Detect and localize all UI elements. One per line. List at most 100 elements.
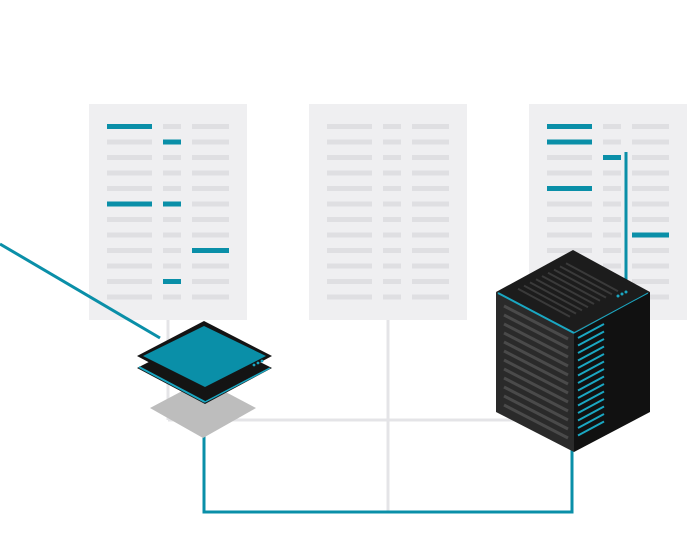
table-cell — [192, 232, 229, 238]
router-edge-light — [138, 366, 206, 403]
table-cell — [412, 248, 449, 253]
router-led-1 — [252, 363, 256, 367]
table-cell — [327, 294, 372, 300]
table-cell — [632, 155, 669, 160]
table-cell-highlight — [107, 201, 152, 207]
table-cell — [327, 232, 372, 238]
router-led-2 — [256, 361, 260, 365]
table-cell — [383, 170, 401, 176]
table-cell — [107, 217, 152, 222]
table-cell — [632, 170, 669, 176]
table-cell — [547, 155, 592, 160]
drive-bay — [577, 405, 605, 422]
teal-connectors — [0, 152, 628, 514]
table-cell — [412, 232, 449, 238]
table-cell — [327, 186, 372, 191]
table-cell — [547, 232, 592, 238]
table-cell — [327, 139, 372, 145]
table-cell — [192, 294, 229, 300]
table-cell — [327, 217, 372, 222]
table-cell — [412, 170, 449, 176]
table-cell — [107, 279, 152, 284]
drive-bay — [577, 323, 605, 339]
server-drive-bays — [577, 323, 605, 437]
grille-line — [517, 287, 571, 318]
table-cell — [632, 248, 669, 253]
table-cell — [632, 294, 669, 300]
table-cell-highlight — [163, 139, 181, 145]
table-cell — [603, 248, 621, 253]
table-cell — [107, 186, 152, 191]
table-cell — [547, 248, 592, 253]
table-cell — [163, 248, 181, 253]
table-cell — [163, 294, 181, 300]
drive-bay — [577, 353, 605, 369]
drive-bay — [577, 383, 605, 399]
left-table-panel — [89, 104, 247, 320]
server-rack-icon — [496, 250, 650, 452]
table-cell — [192, 186, 229, 191]
drive-bay — [577, 368, 605, 384]
router-to-server-cable — [202, 400, 574, 514]
table-cell — [383, 232, 401, 238]
table-cell — [603, 186, 621, 191]
glass-slot — [503, 331, 569, 368]
table-cell — [603, 217, 621, 222]
drive-bay — [577, 413, 605, 429]
drive-bay — [577, 375, 605, 392]
drive-bay — [577, 360, 605, 377]
incoming-cable — [0, 242, 161, 340]
server-led-1 — [616, 294, 620, 298]
table-cell — [603, 124, 621, 129]
table-cell — [603, 263, 621, 269]
table-cell — [412, 201, 449, 207]
table-cell — [107, 155, 152, 160]
table-cell — [107, 248, 152, 253]
table-cell — [192, 263, 229, 269]
table-cell — [603, 232, 621, 238]
table-cell — [383, 294, 401, 300]
table-cell — [412, 124, 449, 129]
table-cell-highlight — [107, 124, 152, 129]
panel-background — [89, 104, 247, 320]
table-cell — [547, 201, 592, 207]
table-cell-highlight — [547, 139, 592, 145]
table-cell — [412, 294, 449, 300]
grille-line — [547, 271, 601, 302]
table-cell-highlight — [632, 232, 669, 238]
drive-bay — [577, 398, 605, 414]
table-cell — [192, 124, 229, 129]
table-cell — [327, 155, 372, 160]
table-cell — [163, 186, 181, 191]
table-cell — [327, 279, 372, 284]
table-cell — [107, 263, 152, 269]
server-top-edge-light — [497, 292, 575, 334]
grille-line — [535, 278, 589, 309]
table-cell-highlight — [163, 201, 181, 207]
table-cell — [632, 279, 669, 284]
glass-slot — [503, 403, 569, 440]
table-cell — [547, 170, 592, 176]
glass-slot — [503, 349, 569, 386]
panel-background — [309, 104, 467, 320]
table-cell — [603, 201, 621, 207]
table-cell — [192, 279, 229, 284]
table-cell — [412, 263, 449, 269]
table-cell — [412, 139, 449, 145]
router-led-3 — [260, 359, 264, 363]
table-cell — [603, 170, 621, 176]
table-cell — [192, 170, 229, 176]
table-cell-highlight — [603, 155, 621, 160]
glass-slot — [503, 376, 569, 413]
table-cell — [192, 201, 229, 207]
table-cell — [383, 201, 401, 207]
glass-slot — [503, 304, 569, 341]
table-cell — [632, 186, 669, 191]
glass-slot — [503, 358, 569, 395]
table-cell — [632, 201, 669, 207]
glass-slot — [503, 322, 569, 359]
table-cell — [327, 124, 372, 129]
table-cell — [383, 279, 401, 284]
grille-line — [565, 262, 619, 293]
